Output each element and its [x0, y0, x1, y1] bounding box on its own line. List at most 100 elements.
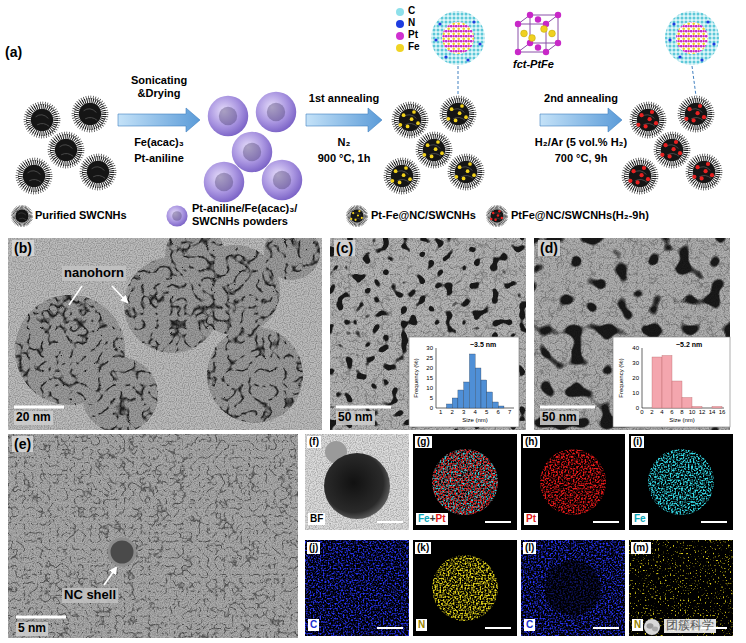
axis-tick: 20	[628, 375, 639, 382]
axis-tick: 0	[640, 409, 643, 416]
axis-tick: 7	[508, 409, 511, 416]
scale-bar-label: 20 nm	[14, 411, 53, 425]
axis-title: Size (nm)	[462, 417, 488, 424]
tem-image-d	[534, 238, 730, 430]
stage-first-anneal	[385, 97, 483, 193]
panel-label: (m)	[631, 542, 651, 554]
axis-tick: 25	[422, 355, 433, 362]
legend-text: Purified SWCNHs	[35, 209, 127, 222]
legend-text: Pt	[408, 29, 418, 41]
panel-label: (a)	[5, 44, 22, 60]
legend-icon	[10, 204, 34, 228]
panel-label: (l)	[523, 542, 536, 554]
axis-tick: 10	[689, 409, 696, 416]
axis-tick: 3	[462, 409, 465, 416]
eds-map-j	[305, 540, 409, 636]
process-condition: Sonicating &Drying	[119, 74, 199, 99]
panel-label: (e)	[12, 436, 33, 452]
axis-tick: 14	[709, 409, 716, 416]
watermark: 团簇科学	[664, 619, 716, 633]
axis-tick: 16	[719, 409, 726, 416]
legend-text: PtFe@NC/SWCNHs(H₂-9h)	[511, 209, 649, 222]
process-condition: Fe(acac)₃	[134, 136, 184, 149]
mean-size: ~3.5 nm	[470, 341, 496, 349]
scale-bar-label: 50 nm	[540, 411, 579, 425]
axis-tick: 2	[650, 409, 653, 416]
axis-title: Frequency (%)	[413, 358, 420, 397]
tem-image-c	[330, 238, 526, 430]
callout-label: nanohorn	[62, 266, 126, 281]
process-arrows	[118, 108, 622, 132]
channel-label: BF	[308, 513, 325, 525]
eds-map-m	[629, 540, 733, 636]
channel-label: +	[430, 513, 436, 524]
watermark-icon	[644, 619, 660, 635]
axis-tick: 10	[628, 390, 639, 397]
legend-swatch	[396, 8, 404, 16]
panel-label: (g)	[415, 436, 432, 448]
legend-text: N	[408, 17, 415, 29]
process-condition: Pt-aniline	[134, 152, 184, 165]
panel-label: (d)	[538, 240, 560, 256]
channel-label: C	[308, 619, 319, 631]
legend-text: Pt-aniline/Fe(acac)₃/ SWCNHs powders	[192, 202, 324, 227]
channel-label: Pt	[436, 513, 446, 524]
axis-tick: 12	[699, 409, 706, 416]
panel-label: (k)	[415, 542, 431, 554]
eds-map-g	[413, 434, 517, 530]
stage-second-anneal	[623, 97, 721, 193]
channel-label: N	[416, 619, 427, 631]
panel-label: (b)	[12, 240, 34, 256]
axis-tick: 0	[422, 405, 433, 412]
particle-model	[431, 11, 719, 96]
eds-map-k	[413, 540, 517, 636]
eds-map-i	[629, 434, 733, 530]
panel-label: (c)	[334, 240, 355, 256]
axis-tick: 30	[628, 360, 639, 367]
channel-label: Fe	[418, 513, 430, 524]
stage-powders	[204, 92, 302, 202]
axis-tick: 2	[450, 409, 453, 416]
legend-icon	[485, 204, 509, 228]
axis-tick: 5	[485, 409, 488, 416]
mean-size: ~5.2 nm	[676, 341, 702, 349]
process-condition: N₂	[338, 136, 351, 149]
axis-tick: 0	[628, 405, 639, 412]
process-condition: 1st annealing	[309, 92, 379, 105]
callout-label: NC shell	[62, 588, 118, 603]
legend-text: Pt-Fe@NC/SWCNHs	[371, 209, 476, 222]
legend-swatch	[396, 44, 404, 52]
axis-tick: 1	[439, 409, 442, 416]
channel-label: C	[524, 619, 535, 631]
axis-title: Size (nm)	[669, 417, 695, 424]
stage-purified	[17, 97, 115, 193]
panel-label: (f)	[307, 436, 321, 448]
tem-image-b	[8, 238, 322, 430]
stem-bf-f	[305, 434, 409, 530]
axis-tick: 40	[628, 345, 639, 352]
legend-icon	[345, 204, 369, 228]
process-condition: H₂/Ar (5 vol.% H₂)	[535, 136, 627, 149]
axis-tick: 30	[422, 345, 433, 352]
legend-text: C	[408, 5, 415, 17]
scale-bar-label: 5 nm	[16, 622, 48, 636]
hrtem-image-e	[8, 434, 298, 638]
legend-swatch	[396, 20, 404, 28]
eds-map-h	[521, 434, 625, 530]
legend-text: Fe	[408, 41, 420, 53]
panel-label: (h)	[523, 436, 540, 448]
process-condition: 900 °C, 1h	[318, 152, 371, 165]
process-condition: 700 °C, 9h	[555, 152, 608, 165]
axis-tick: 6	[497, 409, 500, 416]
legend-swatch	[396, 32, 404, 40]
channel-label: Fe	[632, 513, 648, 525]
eds-map-l	[521, 540, 625, 636]
axis-tick: 4	[473, 409, 476, 416]
axis-tick: 4	[660, 409, 663, 416]
channel-label: N	[632, 619, 643, 631]
axis-tick: 20	[422, 365, 433, 372]
panel-label: (j)	[307, 542, 320, 554]
axis-tick: 10	[422, 385, 433, 392]
process-condition: 2nd annealing	[544, 92, 618, 105]
